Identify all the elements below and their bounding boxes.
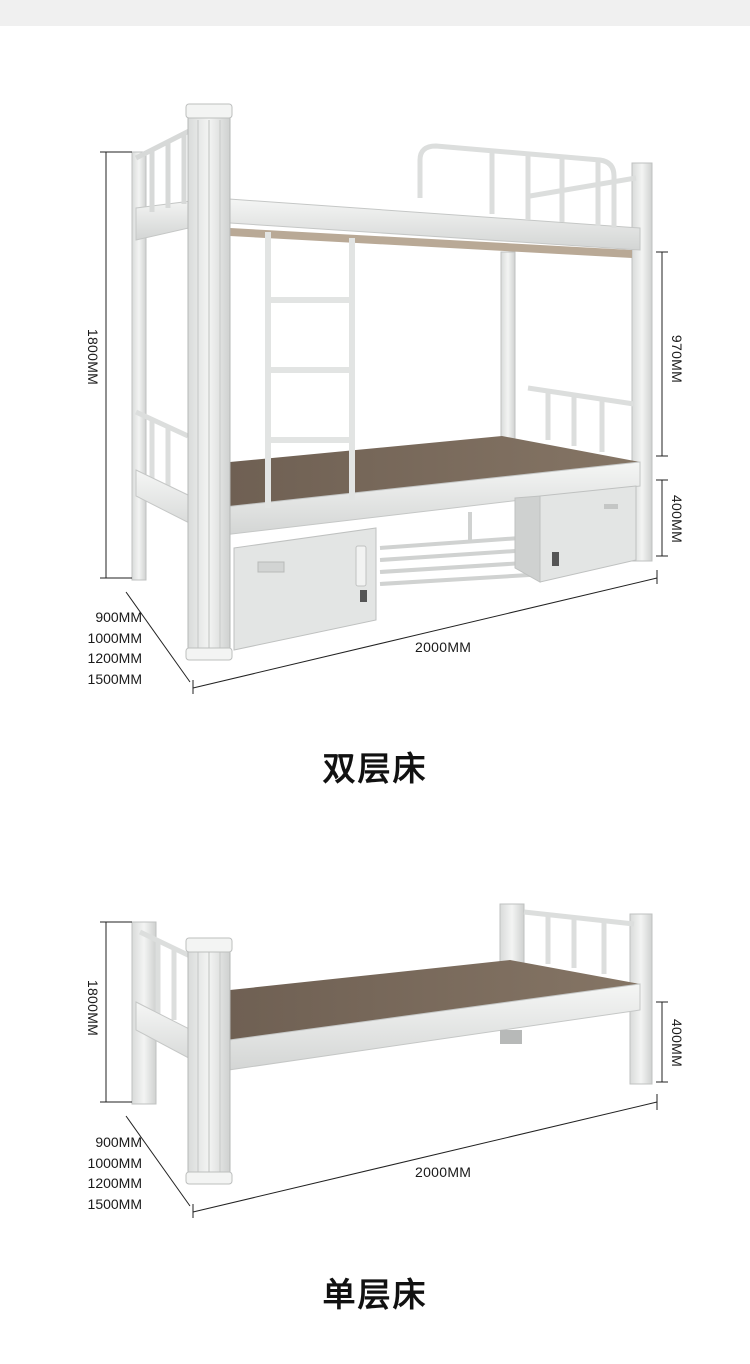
left-cabinet: [233, 527, 377, 651]
bunk-width-options: 900MM 1000MM 1200MM 1500MM: [60, 607, 142, 689]
upper-left-guard: [134, 125, 197, 212]
width-option: 900MM: [95, 609, 142, 625]
upper-guardrail: [417, 143, 637, 228]
single-bed-illustration: [100, 903, 668, 1218]
bunk-upper-gap-label: 970MM: [669, 334, 685, 384]
bunk-bed-section: 1800MM 970MM 400MM 2000MM 900MM 1000MM 1…: [60, 103, 685, 788]
left-cabinet-lock: [360, 590, 367, 602]
bunk-lower-height-label: 400MM: [669, 494, 685, 544]
single-width-options: 900MM 1000MM 1200MM 1500MM: [60, 1132, 142, 1214]
lower-right-guard: [527, 385, 635, 452]
width-option: 900MM: [95, 1134, 142, 1150]
mattress-board: [230, 960, 640, 1042]
single-dimension-lines: [100, 921, 668, 1218]
single-bed-caption: 单层床: [322, 1275, 428, 1314]
shoe-rack: [379, 512, 547, 586]
single-lower-height-label: 400MM: [669, 1018, 685, 1068]
single-bed-section: 1800MM 400MM 2000MM 900MM 1000MM 1200MM …: [0, 860, 750, 1364]
single-length-label: 2000MM: [415, 1164, 472, 1180]
right-headboard-guard: [523, 909, 635, 974]
width-option: 1500MM: [87, 1195, 142, 1212]
left-headboard-guard: [138, 929, 192, 1020]
right-cabinet-lock: [552, 552, 559, 566]
ladder: [265, 232, 355, 508]
lower-mattress-board: [230, 436, 640, 508]
width-option: 1000MM: [87, 629, 142, 646]
bunk-bed-caption: 双层床: [322, 749, 428, 788]
bunk-length-label: 2000MM: [415, 639, 472, 655]
single-height-label: 1800MM: [85, 979, 101, 1037]
width-option: 1200MM: [87, 1175, 142, 1191]
width-option: 1500MM: [87, 670, 142, 687]
upper-slats: [230, 228, 632, 258]
width-option: 1000MM: [87, 1154, 142, 1171]
bunk-height-label: 1800MM: [85, 328, 101, 386]
right-cabinet: [539, 485, 637, 583]
width-option: 1200MM: [87, 650, 142, 666]
bunk-dimension-lines: [100, 151, 668, 694]
bunk-bed-illustration: [100, 103, 668, 694]
top-strip: [0, 0, 750, 26]
